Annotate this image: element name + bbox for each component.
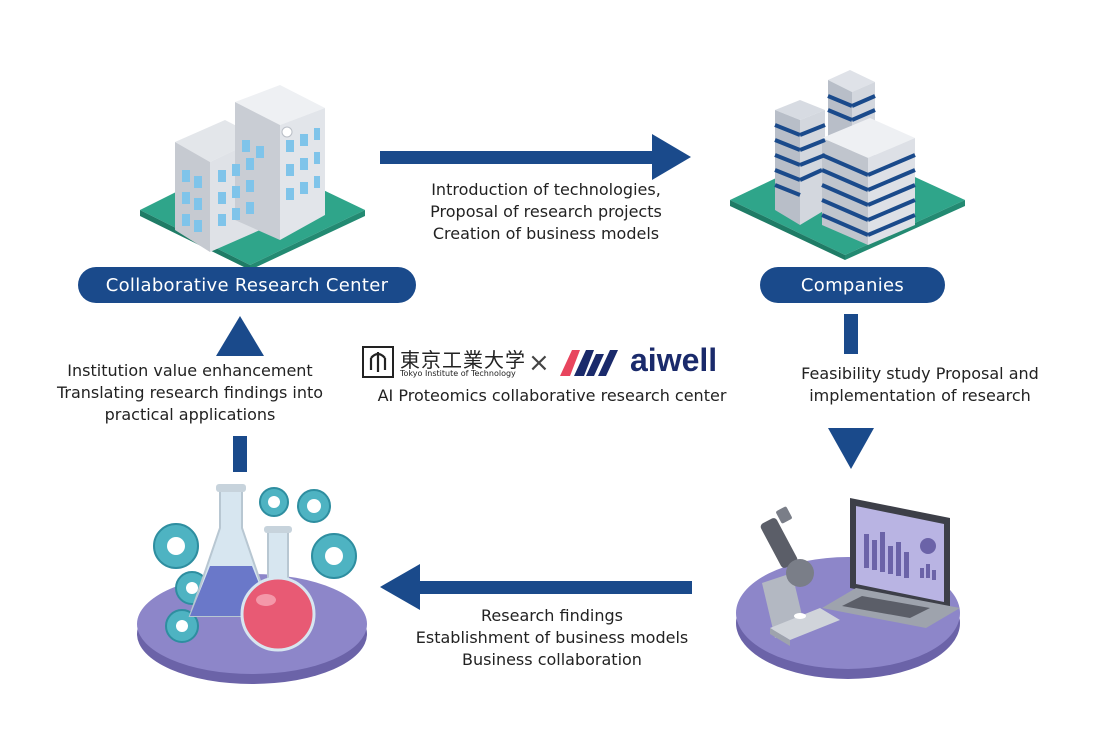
edge-label-left: Institution value enhancement Translatin… <box>40 360 340 426</box>
node-label: Companies <box>800 274 905 296</box>
lab-flasks-gears-icon <box>137 484 367 684</box>
university-seal-icon <box>362 346 394 378</box>
arrow-right-down <box>828 314 874 469</box>
center-subtitle: AI Proteomics collaborative research cen… <box>377 386 727 405</box>
node-label: Collaborative Research Center <box>105 274 389 296</box>
edge-label-line: Introduction of technologies, <box>431 180 661 199</box>
edge-label-line: Institution value enhancement <box>67 361 313 380</box>
microscope-laptop-icon <box>736 498 960 679</box>
node-collaborative-research-center: Collaborative Research Center <box>78 267 416 303</box>
edge-label-right: Feasibility study Proposal and implement… <box>780 363 1060 407</box>
edge-label-line: Establishment of business models <box>415 628 689 647</box>
edge-label-top: Introduction of technologies, Proposal o… <box>396 179 696 245</box>
edge-label-line: Feasibility study Proposal and <box>801 364 1039 383</box>
arrow-left-up <box>216 316 264 472</box>
university-name-en: Tokyo Institute of Technology <box>400 369 516 378</box>
center-logos: 東京工業大学 Tokyo Institute of Technology × a… <box>362 342 742 384</box>
edge-label-line: Research findings <box>481 606 623 625</box>
edge-label-line: Proposal of research projects <box>430 202 662 221</box>
university-building-icon <box>140 85 365 270</box>
partner-name: aiwell <box>630 342 718 378</box>
university-name-jp: 東京工業大学 <box>400 348 526 372</box>
logo-separator: × <box>528 348 550 378</box>
edge-label-line: practical applications <box>104 405 276 424</box>
edge-label-bottom: Research findings Establishment of busin… <box>392 605 712 671</box>
arrow-bottom-left <box>380 564 692 610</box>
edge-label-line: Creation of business models <box>432 224 660 243</box>
edge-label-line: implementation of research <box>809 386 1031 405</box>
edge-label-line: Translating research findings into <box>56 383 324 402</box>
edge-label-line: Business collaboration <box>462 650 642 669</box>
arrow-top-right <box>380 134 691 180</box>
company-towers-icon <box>730 70 965 260</box>
aiwell-logo-icon <box>560 350 618 376</box>
node-companies: Companies <box>760 267 945 303</box>
